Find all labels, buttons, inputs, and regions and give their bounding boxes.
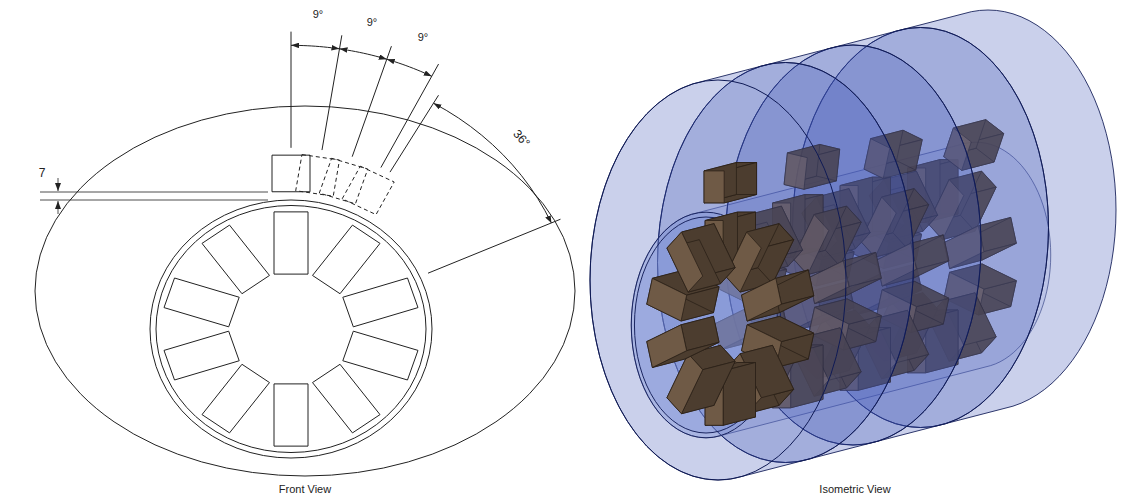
rotor-sleeve <box>156 205 426 452</box>
stator-bore <box>150 200 432 458</box>
isometric-view <box>590 10 1116 480</box>
angle-dimension: 36° <box>510 128 532 151</box>
front-view <box>35 32 575 476</box>
extension-line <box>390 95 439 172</box>
angle-dimension-line <box>387 59 432 76</box>
rotor-magnet <box>202 364 269 433</box>
stator-magnet <box>296 155 340 197</box>
angle-dimension: 9° <box>367 16 378 29</box>
housing-outline <box>35 106 575 476</box>
rotor-magnet <box>647 316 719 367</box>
extension-line <box>381 64 439 168</box>
rotor-magnet <box>343 278 418 327</box>
rotor-magnet <box>202 225 269 294</box>
extension-line <box>428 219 560 273</box>
stator-magnet <box>704 163 757 203</box>
rotor-magnet <box>313 225 380 294</box>
rotor-magnet <box>164 331 239 380</box>
view-title: Front View <box>279 483 331 496</box>
angle-dimension-line <box>339 49 386 59</box>
gap-dimension: 7 <box>39 167 46 181</box>
rotor-magnet <box>274 384 308 446</box>
gap-dimension-arrow <box>58 178 59 191</box>
rotor-magnet <box>343 331 418 380</box>
angle-dimension-line <box>291 45 339 48</box>
extension-line <box>40 192 268 193</box>
machine-section <box>150 32 560 458</box>
stator-magnet <box>272 155 310 192</box>
extension-line <box>291 32 292 148</box>
stator-segment <box>590 63 914 481</box>
rotor-magnet <box>274 212 308 274</box>
gap-dimension-arrow <box>58 201 59 214</box>
stator-magnet <box>342 166 394 214</box>
view-title: Isometric View <box>819 483 890 496</box>
rotor-magnet <box>164 278 239 327</box>
extension-line <box>352 46 391 157</box>
rotor-magnet <box>667 224 735 292</box>
rotor-magnet <box>742 270 814 321</box>
segment-body <box>590 63 914 481</box>
extension-line <box>322 35 342 150</box>
extension-line <box>40 200 268 201</box>
segment-face <box>590 80 846 480</box>
angle-dimension-line <box>434 103 552 223</box>
angle-dimension: 9° <box>313 8 324 21</box>
rotor-magnet <box>313 364 380 433</box>
angle-dimension: 9° <box>418 31 429 44</box>
